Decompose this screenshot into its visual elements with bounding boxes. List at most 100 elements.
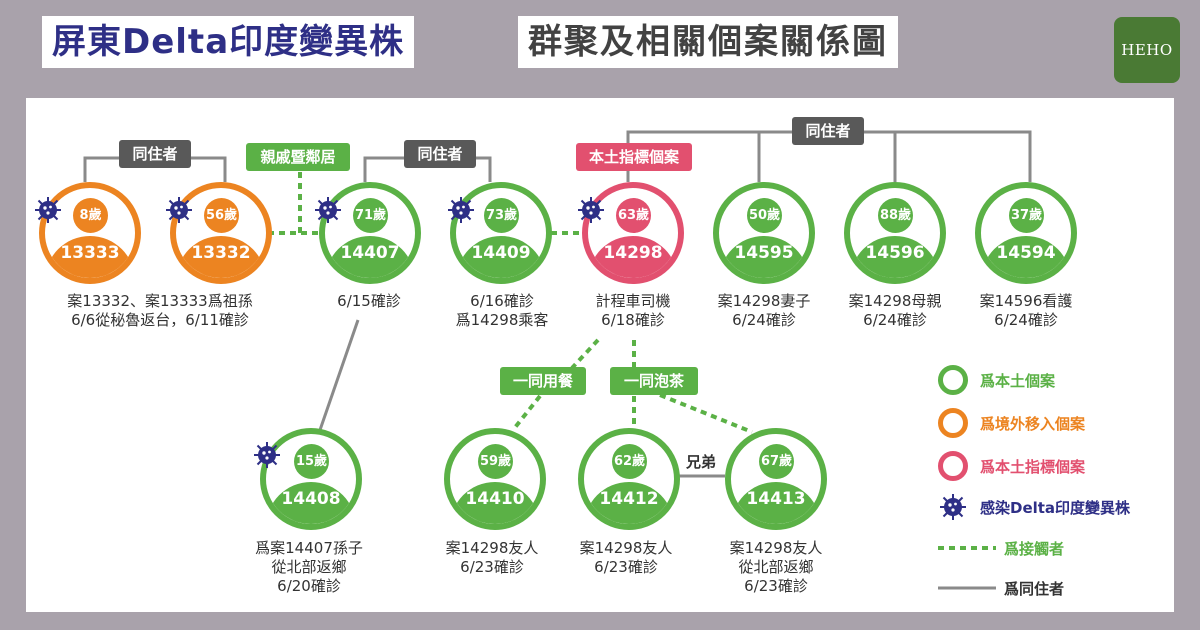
caption-line: 6/23確診 (460, 558, 524, 576)
case-age: 73歲 (484, 198, 519, 233)
caption-14595: 案14298妻子 6/24確診 (704, 292, 824, 330)
contact-line-tea-14413 (659, 393, 753, 434)
caption-14596: 案14298母親 6/24確診 (835, 292, 955, 330)
case-id: 14298 (588, 236, 678, 278)
case-node-14595: 50歲 14595 (713, 182, 815, 284)
case-node-13333: 8歲 13333 (39, 182, 141, 284)
title-main: 屏東Delta印度變異株 (42, 16, 415, 68)
legend-label: 感染Delta印度變異株 (980, 499, 1131, 517)
caption-line: 案14298友人 (445, 539, 539, 557)
caption-line: 案14596看護 (979, 292, 1073, 310)
legend-contact: 爲接觸者 (938, 533, 1138, 563)
case-age: 67歲 (759, 444, 794, 479)
caption-line: 6/16確診 (470, 292, 534, 310)
case-id: 14407 (325, 236, 415, 278)
case-id: 14595 (719, 236, 809, 278)
title-sub: 群聚及相關個案關係圖 (518, 16, 898, 68)
case-node-14407: 71歲 14407 (319, 182, 421, 284)
case-node-14596: 88歲 14596 (844, 182, 946, 284)
cohabit-line-14407-14408 (318, 319, 360, 431)
case-id: 14596 (850, 236, 940, 278)
caption-line: 6/24確診 (863, 311, 927, 329)
case-node-14413: 67歲 14413 (725, 428, 827, 530)
legend-label: 爲本土個案 (980, 372, 1056, 390)
case-id: 14413 (731, 482, 821, 524)
caption-14409: 6/16確診 爲14298乘客 (440, 292, 564, 330)
case-node-14412: 62歲 14412 (578, 428, 680, 530)
case-node-14298: 63歲 14298 (582, 182, 684, 284)
tag-cohabit-3: 同住者 (792, 117, 864, 145)
case-id: 14594 (981, 236, 1071, 278)
caption-line: 爲案14407孫子 (255, 539, 363, 557)
caption-line: 案14298母親 (848, 292, 942, 310)
case-age: 50歲 (747, 198, 782, 233)
legend-label: 爲本土指標個案 (980, 458, 1086, 476)
caption-14408: 爲案14407孫子 從北部返鄉 6/20確診 (244, 539, 374, 596)
case-age: 37歲 (1009, 198, 1044, 233)
caption-line: 6/24確診 (732, 311, 796, 329)
caption-14410: 案14298友人 6/23確診 (432, 539, 552, 577)
header: 屏東Delta印度變異株 群聚及相關個案關係圖 HEHO (0, 0, 1200, 92)
heho-logo: HEHO (1114, 17, 1180, 83)
case-id: 14412 (584, 482, 674, 524)
caption-line: 6/24確診 (994, 311, 1058, 329)
tag-index-case: 本土指標個案 (576, 143, 692, 171)
caption-line: 案14298妻子 (717, 292, 811, 310)
caption-line: 案13332、案13333爲祖孫 (67, 292, 253, 310)
case-node-14408: 15歲 14408 (260, 428, 362, 530)
tag-cohabit-1: 同住者 (119, 140, 191, 168)
caption-line: 6/15確診 (337, 292, 401, 310)
case-age: 56歲 (204, 198, 239, 233)
case-age: 62歲 (612, 444, 647, 479)
contact-line-14298-meal (570, 338, 600, 370)
case-node-14409: 73歲 14409 (450, 182, 552, 284)
case-age: 59歲 (478, 444, 513, 479)
caption-line: 從北部返鄉 (271, 558, 347, 576)
virus-icon (578, 197, 604, 223)
orange-circle-icon (938, 408, 968, 438)
case-id: 14410 (450, 482, 540, 524)
caption-14413: 案14298友人 從北部返鄉 6/23確診 (716, 539, 836, 596)
virus-icon (166, 197, 192, 223)
caption-line: 案14298友人 (729, 539, 823, 557)
virus-icon (448, 197, 474, 223)
caption-line: 計程車司機 (595, 292, 671, 310)
contact-line-meal-14410 (511, 394, 542, 432)
caption-13332-13333: 案13332、案13333爲祖孫 6/6從秘魯返台，6/11確診 (40, 292, 280, 330)
case-age: 71歲 (353, 198, 388, 233)
tag-cohabit-2: 同住者 (404, 140, 476, 168)
tag-tea: 一同泡茶 (610, 367, 698, 395)
caption-line: 從北部返鄉 (738, 558, 814, 576)
caption-14407: 6/15確診 (314, 292, 424, 311)
legend-label: 爲境外移入個案 (980, 415, 1086, 433)
case-age: 15歲 (294, 444, 329, 479)
caption-line: 6/20確診 (277, 577, 341, 595)
case-id: 13332 (176, 236, 266, 278)
virus-icon (35, 197, 61, 223)
legend-cohabit: 爲同住者 (938, 573, 1138, 603)
caption-line: 6/18確診 (601, 311, 665, 329)
tag-relatives: 親戚暨鄰居 (246, 143, 350, 171)
virus-icon (254, 442, 280, 468)
pink-circle-icon (938, 451, 968, 481)
tag-brothers: 兄弟 (686, 453, 717, 471)
case-age: 8歲 (73, 198, 108, 233)
case-id: 14408 (266, 482, 356, 524)
tag-meal: 一同用餐 (500, 367, 586, 395)
caption-line: 6/23確診 (594, 558, 658, 576)
case-node-14410: 59歲 14410 (444, 428, 546, 530)
case-node-14594: 37歲 14594 (975, 182, 1077, 284)
caption-line: 6/6從秘魯返台，6/11確診 (71, 311, 249, 329)
case-age: 88歲 (878, 198, 913, 233)
solid-line-icon (938, 586, 996, 590)
case-age: 63歲 (616, 198, 651, 233)
caption-14594: 案14596看護 6/24確診 (966, 292, 1086, 330)
legend-label: 爲同住者 (1004, 580, 1065, 598)
case-node-13332: 56歲 13332 (170, 182, 272, 284)
dotted-line-icon (938, 546, 996, 550)
case-id: 13333 (45, 236, 135, 278)
caption-line: 案14298友人 (579, 539, 673, 557)
virus-icon (940, 494, 966, 520)
green-circle-icon (938, 365, 968, 395)
virus-icon (315, 197, 341, 223)
